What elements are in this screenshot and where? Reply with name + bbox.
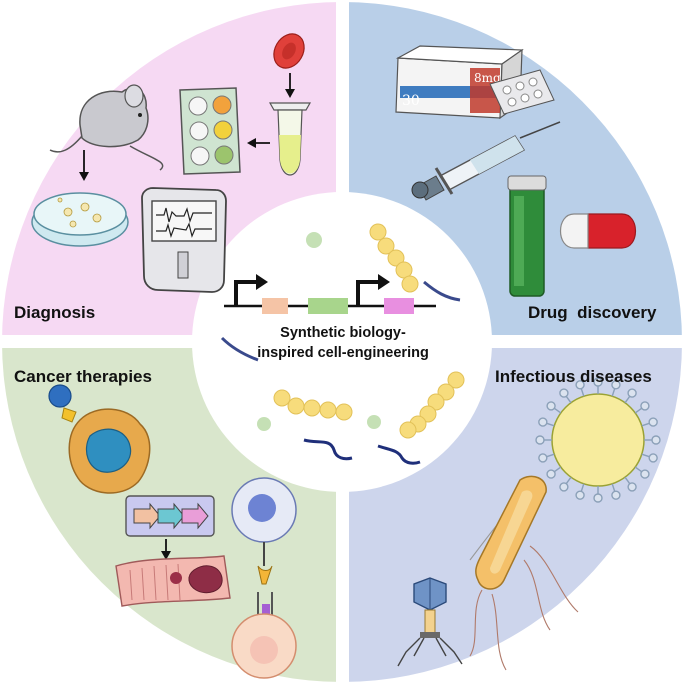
rna-strand-right bbox=[423, 280, 461, 302]
bacteriophage-icon bbox=[397, 577, 463, 667]
green-dot-top bbox=[306, 232, 322, 248]
gene-block-green bbox=[308, 298, 348, 314]
protein-bead bbox=[427, 393, 445, 411]
petri-dish-icon bbox=[31, 192, 129, 247]
virus-spike-tip bbox=[627, 482, 637, 492]
protein-bead bbox=[303, 399, 321, 417]
virus-spike-tip bbox=[575, 490, 585, 500]
gene-block-magenta bbox=[384, 298, 414, 314]
arrow-down-therapy-icon bbox=[161, 539, 171, 560]
mouse-icon bbox=[49, 84, 164, 171]
protein-bead bbox=[287, 397, 305, 415]
virus-spike-tip bbox=[651, 435, 661, 445]
arrow-down-mouse-icon bbox=[79, 150, 89, 181]
well-plate-icon bbox=[179, 87, 241, 175]
protein-bead bbox=[319, 401, 337, 419]
virus-spike-tip bbox=[546, 469, 556, 479]
monitor-device-icon bbox=[141, 187, 227, 293]
bacterium-icon bbox=[469, 475, 579, 671]
protein-bead bbox=[387, 249, 405, 267]
rna-strand-left bbox=[220, 336, 259, 362]
protein-bead bbox=[335, 403, 353, 421]
rna-strand-bottom-right bbox=[377, 444, 421, 465]
virus-icon bbox=[535, 377, 661, 503]
gene-block-pink bbox=[262, 298, 288, 314]
label-diagnosis: Diagnosis bbox=[14, 303, 96, 322]
virus-spike-tip bbox=[640, 401, 650, 411]
protein-bead bbox=[399, 421, 417, 439]
virus-spike-tip bbox=[538, 417, 548, 427]
virus-spike-tip bbox=[648, 453, 658, 463]
virus-spike-tip bbox=[559, 388, 569, 398]
virus-spike-tip bbox=[611, 380, 621, 390]
virus-spike-tip bbox=[575, 380, 585, 390]
capsule-pill-icon bbox=[560, 213, 636, 249]
protein-bead-chains bbox=[273, 223, 465, 439]
promoter-arrowhead-1 bbox=[256, 274, 268, 290]
protein-bead bbox=[369, 223, 387, 241]
green-vial-icon bbox=[507, 175, 547, 297]
protein-bead bbox=[447, 371, 465, 389]
arrow-down-blood-icon bbox=[285, 73, 295, 98]
virus-spike-tip bbox=[611, 490, 621, 500]
box-left-text: 30 bbox=[402, 93, 420, 109]
test-tube-icon bbox=[268, 102, 312, 176]
syringe-icon bbox=[411, 121, 561, 201]
rna-strand-bottom-left bbox=[303, 438, 353, 461]
center-title-line2: inspired cell-engineering bbox=[257, 345, 429, 361]
center-title-line1: Synthetic biology- bbox=[280, 325, 406, 341]
virus-spike-tip bbox=[648, 417, 658, 427]
green-dot-bottom-center bbox=[367, 415, 381, 429]
virus-spike-tip bbox=[559, 482, 569, 492]
protein-bead bbox=[273, 389, 291, 407]
protein-bead bbox=[377, 237, 395, 255]
virus-spike-tip bbox=[535, 435, 545, 445]
blood-cell-icon bbox=[273, 33, 305, 69]
blister-pack-icon bbox=[489, 69, 555, 115]
target-cell-icon bbox=[231, 613, 297, 679]
virus-spike-tip bbox=[627, 388, 637, 398]
label-drug-discovery: Drug discovery bbox=[528, 303, 657, 322]
virus-spike-tip bbox=[546, 401, 556, 411]
box-right-text: 8mg bbox=[474, 71, 501, 85]
green-dot-bottom-left bbox=[257, 417, 271, 431]
intestine-tissue-icon bbox=[115, 555, 231, 607]
virus-spike-tip bbox=[538, 453, 548, 463]
virus-spike-tip bbox=[640, 469, 650, 479]
virus-spike-tip bbox=[593, 377, 603, 387]
center-title: Synthetic biology- inspired cell-enginee… bbox=[232, 323, 454, 363]
promoter-arrow-2 bbox=[356, 280, 382, 306]
arrows-box-icon bbox=[125, 495, 215, 537]
promoter-arrowhead-2 bbox=[378, 274, 390, 290]
protein-bead bbox=[401, 275, 419, 293]
gene-circuit bbox=[224, 274, 436, 314]
label-cancer-therapies: Cancer therapies bbox=[14, 367, 152, 386]
tumor-cell-icon bbox=[48, 384, 151, 494]
label-infectious-diseases: Infectious diseases bbox=[495, 367, 652, 386]
promoter-arrow-1 bbox=[234, 280, 260, 306]
arrow-left-tube-icon bbox=[247, 138, 270, 148]
virus-spike-tip bbox=[593, 493, 603, 503]
